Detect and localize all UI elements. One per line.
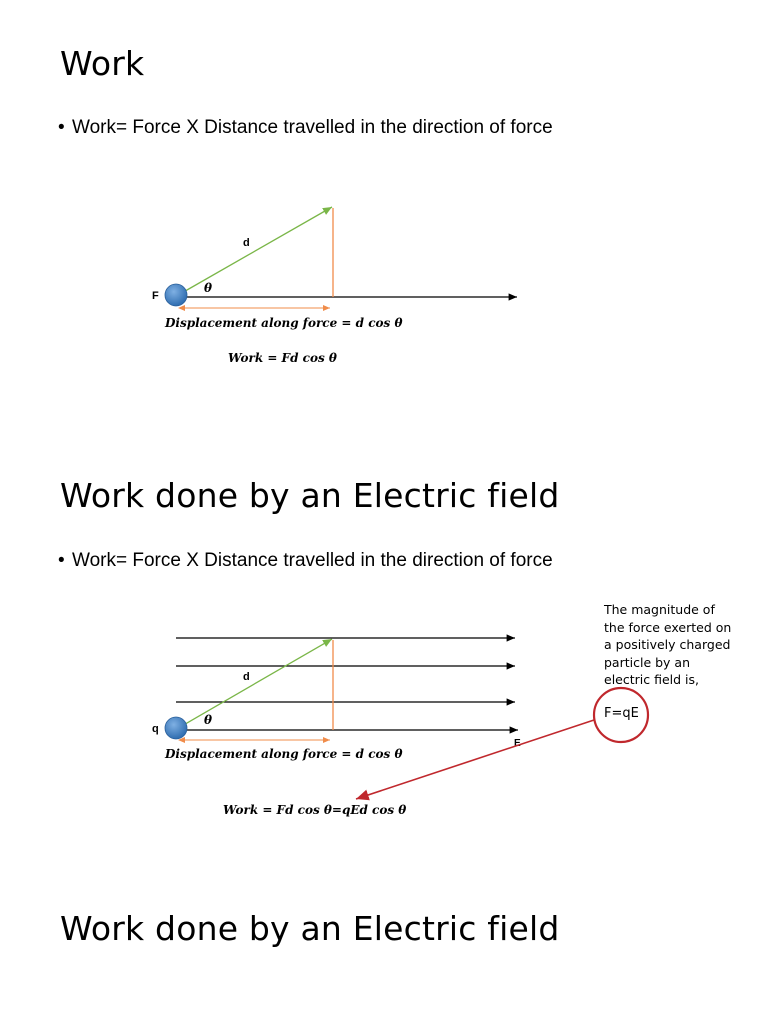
slide2-bullet: • Work= Force X Distance travelled in the… (58, 550, 553, 572)
bullet-dot: • (58, 117, 65, 138)
charge-ball (164, 716, 188, 740)
displacement-vector (179, 206, 333, 295)
slide2-bullet-text: Work= Force X Distance travelled in the … (72, 550, 553, 571)
charge-label: q (152, 723, 159, 735)
displacement-equation: Displacement along force = d cos θ (164, 316, 402, 330)
distance-label: d (243, 237, 250, 249)
slide1-bullet-text: Work= Force X Distance travelled in the … (72, 117, 553, 138)
note-line: the force exerted on (604, 619, 732, 635)
angle-label: θ (204, 713, 212, 727)
slide1-bullet: • Work= Force X Distance travelled in the… (58, 117, 553, 139)
note-line: a positively charged (604, 637, 731, 652)
note-line: The magnitude of (604, 602, 715, 617)
slide3-title: Work done by an Electric field (60, 909, 560, 948)
force-formula-label: F=qE (604, 706, 639, 721)
slide1-title: Work (60, 44, 145, 83)
displacement-vector (179, 638, 333, 728)
particle-ball (164, 283, 188, 307)
distance-label: d (243, 671, 250, 683)
slide2-diagram: q d θ E Displacement along force = d cos… (152, 634, 650, 817)
note-line: particle by an (604, 654, 691, 670)
annotation-arrow (355, 719, 595, 801)
note-line: electric field is, (604, 672, 699, 687)
slide2-title: Work done by an Electric field (60, 476, 560, 515)
angle-label: θ (204, 281, 212, 295)
field-label: E (514, 738, 521, 749)
bullet-dot: • (58, 550, 65, 571)
displacement-equation: Displacement along force = d cos θ (164, 747, 402, 761)
slide1-diagram: F d θ Displacement along force = d cos θ… (152, 206, 517, 365)
work-equation: Work = Fd cos θ=qEd cos θ (223, 803, 406, 817)
annotation-circle (592, 686, 650, 744)
force-label: F (152, 290, 159, 302)
annotation-note: The magnitude of the force exerted on a … (604, 601, 754, 689)
work-equation: Work = Fd cos θ (228, 351, 337, 365)
